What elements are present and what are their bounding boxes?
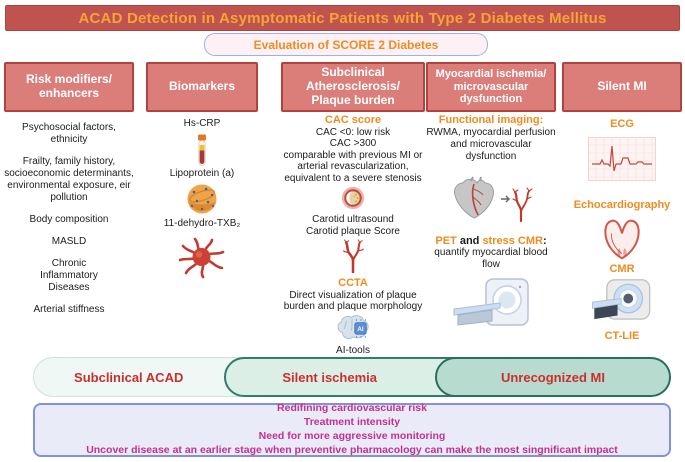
- outcome-line: Need for more aggressive monitoring: [258, 430, 446, 442]
- cac-comparable-text: comparable with previous MI or arterial …: [283, 149, 423, 184]
- score2-evaluation-label: Evaluation of SCORE 2 Diabetes: [253, 37, 439, 52]
- biomarkers-header: Biomarkers: [146, 62, 258, 112]
- outcome-line: Uncover disease at an earlier stage when…: [86, 443, 618, 456]
- ct-scanner-icon: [453, 278, 529, 327]
- risk-item: Frailty, family history, socioeconomic d…: [4, 156, 134, 203]
- pet-description: quantify myocardial blood flow: [434, 247, 548, 271]
- score2-evaluation-box: Evaluation of SCORE 2 Diabetes: [204, 33, 488, 56]
- column-silent-mi: Silent MI ECG Echocardiography CMR CT-: [562, 62, 682, 343]
- column-myocardial-ischemia: Myocardial ischemia/ microvascular dysfu…: [426, 62, 556, 335]
- biomarker-lipoprotein: Lipoprotein (a): [169, 168, 235, 179]
- column-risk-modifiers: Risk modifiers/ enhancers Psychosocial f…: [4, 62, 134, 316]
- risk-item: Body composition: [29, 214, 109, 225]
- stage-label-silent-ischemia: Silent ischemia: [282, 369, 377, 385]
- carotid-plaque-score-text: Carotid plaque Score: [306, 225, 400, 237]
- ccta-label: CCTA: [338, 277, 368, 290]
- outcome-line: Redifining cardiovascular risk: [277, 402, 427, 415]
- ai-chip-label: AI: [357, 326, 363, 333]
- and-word: and: [456, 234, 483, 247]
- cac-low-risk-text: CAC <0: low risk: [315, 126, 391, 138]
- ct-lie-label: CT-LIE: [604, 329, 640, 342]
- outcome-line: Treatment intensity: [303, 416, 401, 429]
- carotid-artery-icon: [343, 239, 364, 274]
- risk-item: Psychosocial factors, ethnicity: [22, 122, 116, 145]
- brain-ai-icon: AI: [337, 314, 369, 339]
- plaque-burden-header: Subclinical Atherosclerosis/ Plaque burd…: [281, 62, 425, 112]
- echo-heart-icon: [604, 219, 640, 260]
- heart-coronaries-icon: [454, 176, 533, 222]
- biomarker-hs-crp: Hs-CRP: [183, 118, 221, 129]
- silent-mi-header: Silent MI: [562, 62, 682, 112]
- pet-label: PET: [435, 234, 457, 247]
- mri-scanner-icon: [592, 279, 651, 320]
- ecg-label: ECG: [610, 118, 634, 130]
- risk-modifiers-header: Risk modifiers/ enhancers: [4, 62, 134, 112]
- risk-item: Arterial stiffness: [33, 304, 105, 315]
- pet-stress-cmr-line: PET and stress CMR:: [435, 235, 546, 248]
- risk-item: MASLD: [51, 236, 87, 247]
- functional-imaging-label: Functional imaging:: [438, 114, 544, 126]
- activated-platelet-icon: [178, 237, 225, 279]
- cmr-label: CMR: [609, 263, 635, 276]
- disease-stage-bar: Subclinical ACAD Silent ischemia Unrecog…: [33, 357, 671, 397]
- figure-title-bar: ACAD Detection in Asymptomatic Patients …: [5, 5, 680, 31]
- ecg-strip-icon: [588, 136, 656, 181]
- lipoprotein-particle-icon: [187, 184, 217, 214]
- echocardiography-label: Echocardiography: [573, 198, 671, 211]
- cac-score-label: CAC score: [324, 114, 382, 126]
- stage-label-subclinical-acad: Subclinical ACAD: [74, 369, 184, 385]
- colon: :: [542, 234, 547, 247]
- ai-tools-label: AI-tools: [336, 344, 370, 356]
- figure-title: ACAD Detection in Asymptomatic Patients …: [78, 9, 607, 27]
- column-biomarkers: Biomarkers Hs-CRP Lipoprotein (a) 11-deh…: [146, 62, 258, 280]
- artery-cross-section-icon: [341, 186, 365, 210]
- risk-item: Chronic Inflammatory Diseases: [40, 258, 98, 293]
- myocardial-ischemia-header: Myocardial ischemia/ microvascular dysfu…: [426, 62, 556, 112]
- biomarker-txb2: 11-dehydro-TXB₂: [163, 218, 241, 229]
- outcome-box: Redifining cardiovascular risk Treatment…: [33, 402, 671, 457]
- carotid-ultrasound-text: Carotid ultrasound: [312, 214, 394, 226]
- stage-label-unrecognized-mi: Unrecognized MI: [500, 369, 605, 385]
- stress-cmr-label: stress CMR: [482, 234, 543, 247]
- column-plaque-burden: Subclinical Atherosclerosis/ Plaque burd…: [281, 62, 425, 356]
- functional-imaging-description: RWMA, myocardial perfusion and microvasc…: [426, 126, 556, 162]
- stage-pill-unrecognized-mi: [434, 357, 671, 397]
- ccta-description: Direct visualization of plaque burden an…: [283, 289, 423, 313]
- test-tube-icon: [198, 134, 206, 166]
- cac-300-text: CAC >300: [329, 138, 377, 150]
